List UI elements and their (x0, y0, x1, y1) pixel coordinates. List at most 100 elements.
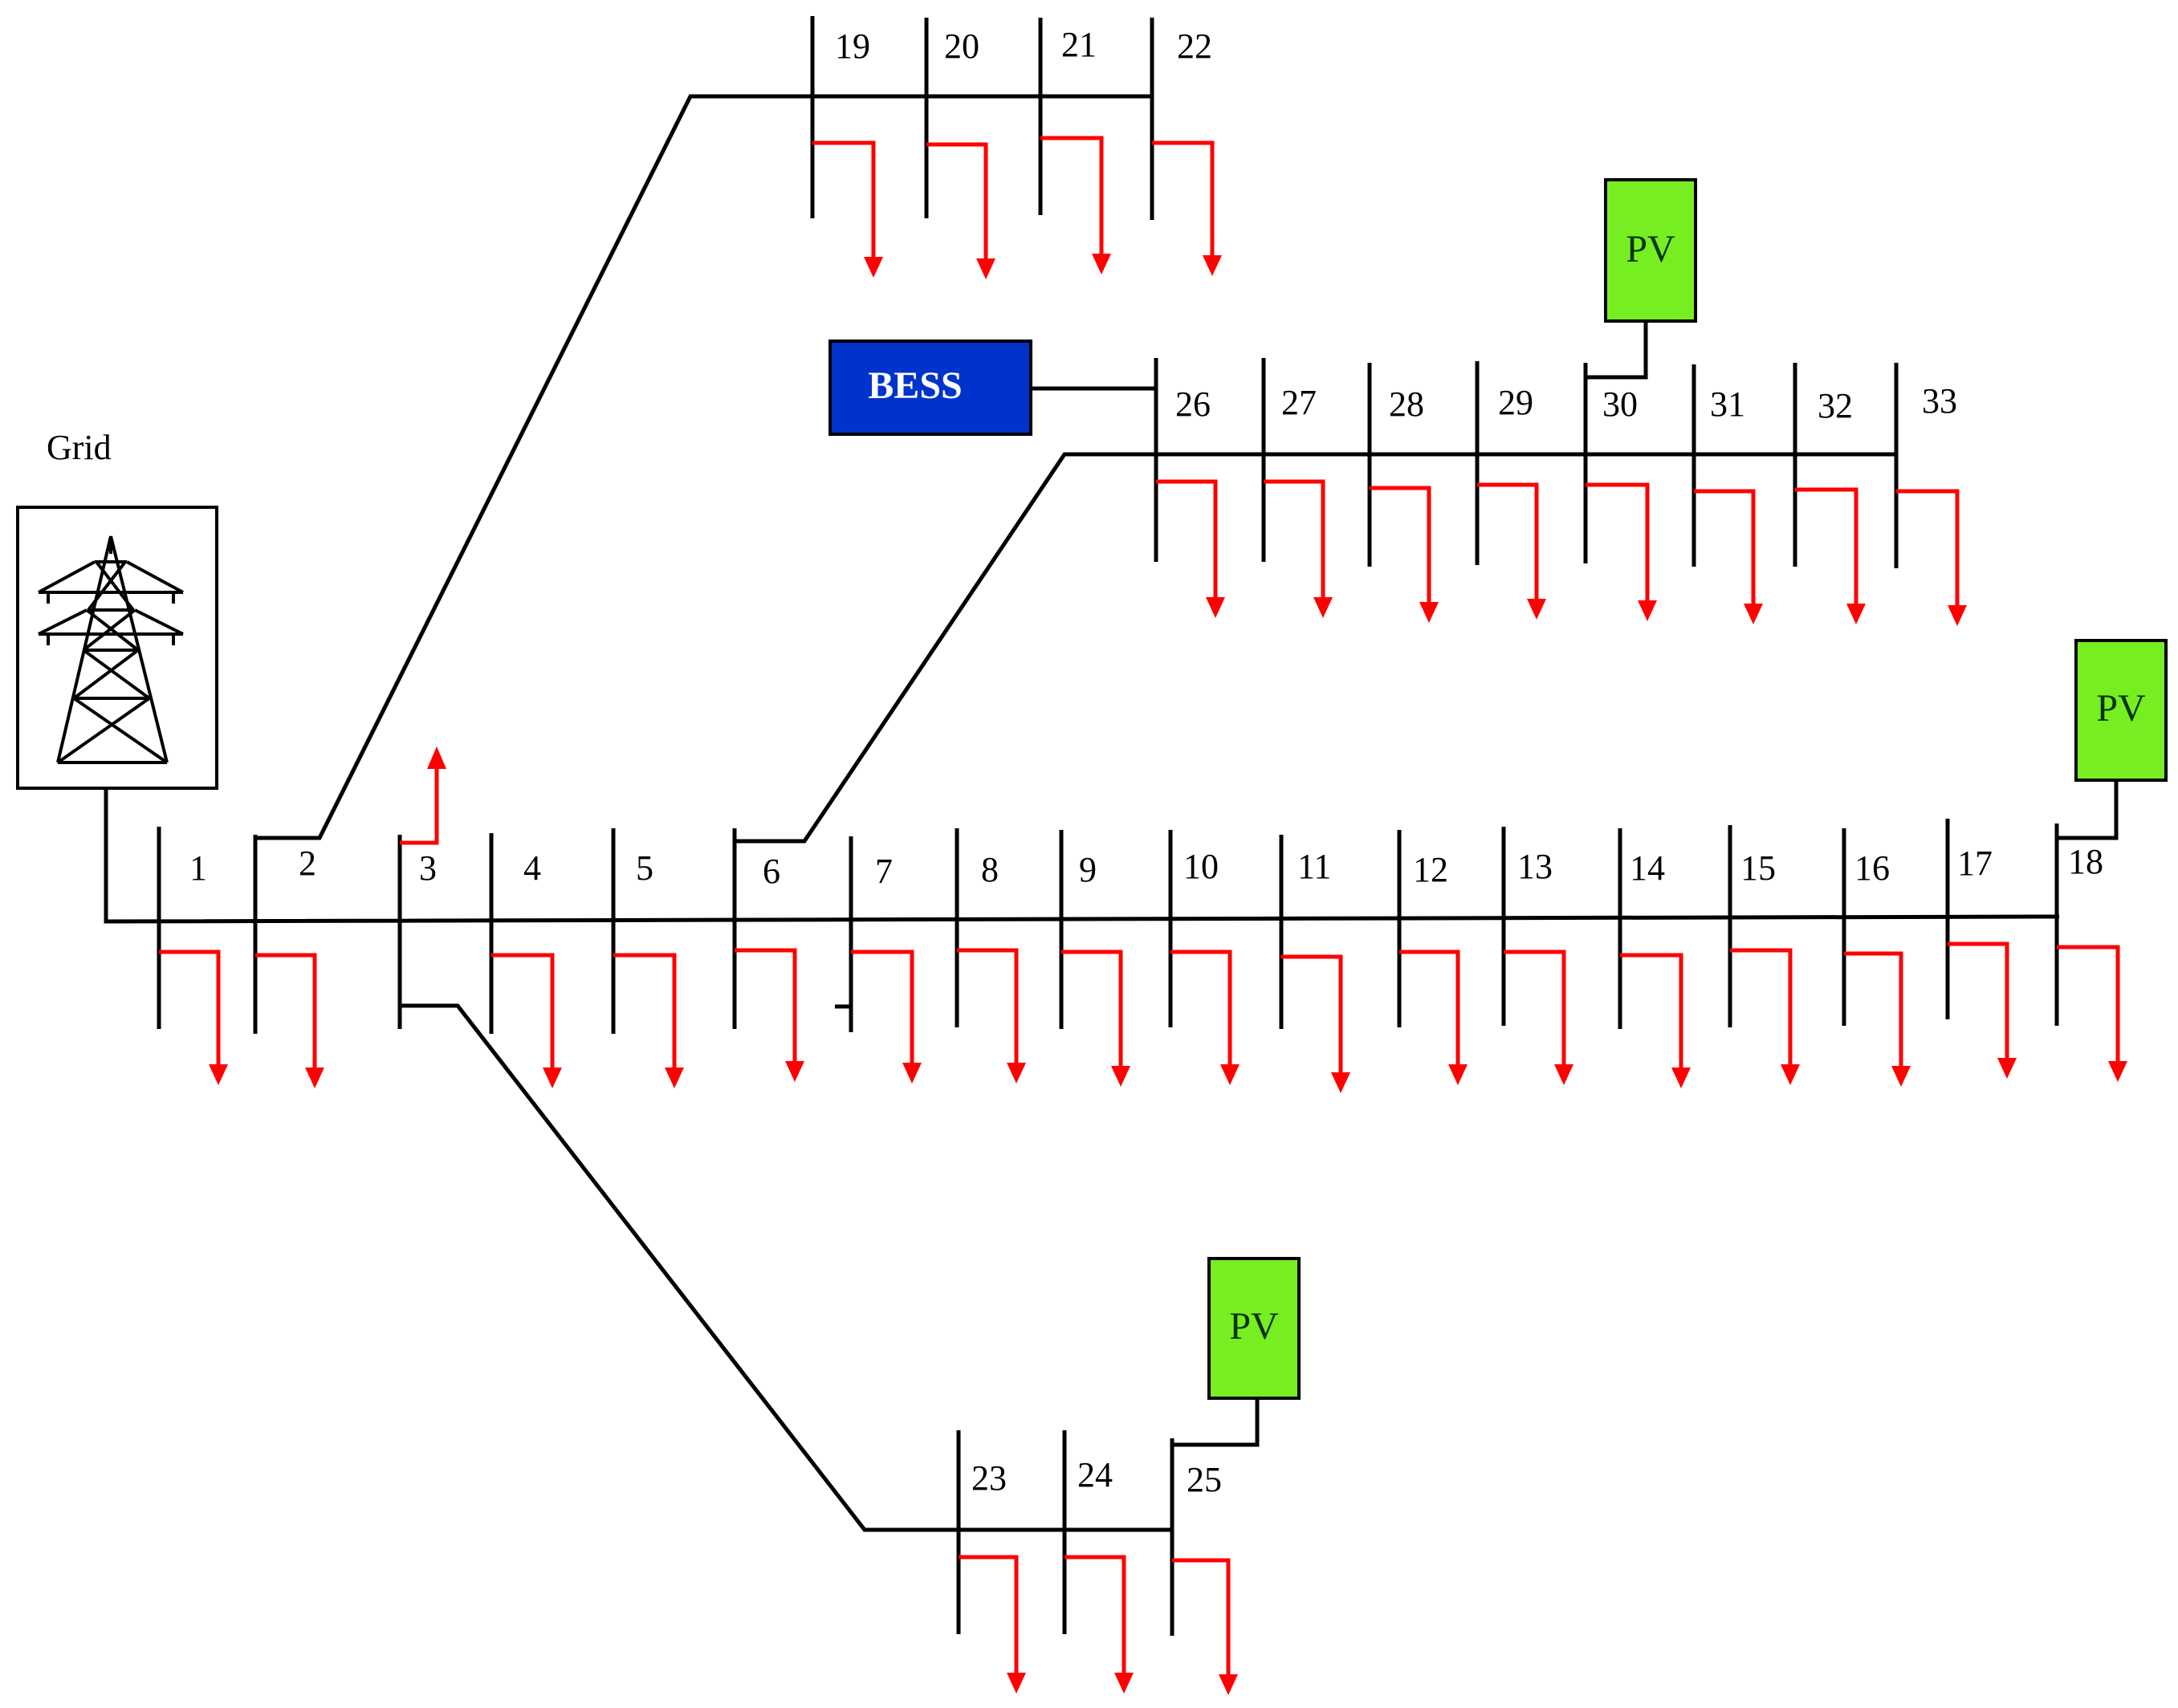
bus-label-13: 13 (1517, 847, 1553, 886)
load-arrow-icon (2108, 1061, 2127, 1082)
load-line (1172, 1558, 1231, 1678)
load-line (1948, 941, 2009, 1061)
load-bus-18 (2057, 945, 2127, 1082)
bus-label-31: 31 (1710, 384, 1745, 424)
grid-box (16, 506, 218, 790)
load-arrow-icon (1220, 1064, 1240, 1085)
bus-label-22: 22 (1177, 26, 1212, 66)
line-6-to-26 (735, 452, 1896, 844)
load-arrow-icon (427, 746, 446, 769)
load-arrow-icon (1331, 1072, 1350, 1093)
load-arrow-icon (543, 1068, 562, 1088)
pv-unit-bus-18: PV (2057, 639, 2168, 840)
main-feeder (157, 819, 2059, 1034)
bus-label-15: 15 (1740, 848, 1776, 888)
bus-label-8: 8 (981, 850, 999, 889)
load-line (1264, 479, 1325, 600)
bess-box (828, 340, 1032, 436)
load-arrow-icon (902, 1063, 922, 1084)
bus-label-27: 27 (1281, 383, 1317, 422)
load-bus-2 (255, 953, 324, 1088)
bus-label-14: 14 (1630, 848, 1665, 888)
load-line (1586, 482, 1650, 604)
load-bus-27 (1264, 479, 1333, 618)
load-bus-20 (926, 142, 995, 279)
load-bus-7 (851, 950, 922, 1084)
middle-branch (1154, 358, 1899, 568)
pv-connection (2057, 780, 2119, 840)
bus-label-26: 26 (1175, 384, 1211, 424)
load-arrow-icon (1448, 1064, 1468, 1085)
bus-label-1: 1 (189, 848, 207, 888)
load-line (735, 948, 797, 1064)
bus-label-16: 16 (1854, 848, 1890, 888)
bus-label-25: 25 (1187, 1460, 1222, 1499)
load-line (1156, 479, 1218, 600)
load-arrow-icon (305, 1068, 324, 1088)
bus-label-33: 33 (1922, 381, 1957, 421)
load-bus-13 (1504, 950, 1573, 1085)
load-bus-9 (1061, 950, 1130, 1087)
bus-label-2: 2 (299, 844, 316, 883)
grid-label: Grid (47, 428, 112, 467)
pv-label: PV (1626, 228, 1675, 270)
pv-box (2074, 639, 2168, 782)
load-bus-28 (1370, 486, 1439, 623)
load-bus-24 (1065, 1555, 1134, 1694)
bus-label-7: 7 (875, 852, 893, 891)
load-arrow-icon (1527, 599, 1546, 620)
load-line (1504, 950, 1566, 1068)
pv-box (1604, 178, 1697, 323)
bus-label-10: 10 (1183, 847, 1219, 886)
bus-label-23: 23 (971, 1458, 1007, 1498)
load-line (1281, 954, 1343, 1076)
load-line (1061, 950, 1123, 1069)
load-arrow-icon (785, 1061, 804, 1082)
load-bus-31 (1694, 489, 1763, 624)
pv-connection (1586, 321, 1648, 380)
load-bus-11 (1281, 954, 1350, 1093)
load-line (1152, 140, 1215, 258)
bus-label-29: 29 (1498, 383, 1533, 422)
load-line (926, 142, 988, 262)
load-line (957, 948, 1019, 1066)
main-feeder-line (104, 788, 2060, 924)
load-line (1896, 489, 1960, 608)
line-2-to-19 (255, 94, 1150, 840)
load-bus-26 (1156, 479, 1225, 618)
load-bus-8 (957, 948, 1026, 1084)
load-line (1399, 950, 1460, 1068)
load-line (491, 953, 555, 1071)
top-branch (810, 16, 1154, 220)
load-line (613, 953, 677, 1071)
loads (159, 136, 2127, 1695)
bus-label-12: 12 (1413, 850, 1448, 889)
load-arrow-icon (1671, 1068, 1691, 1088)
bess-label: BESS (868, 364, 962, 407)
load-line (255, 953, 317, 1071)
load-line (1844, 951, 1903, 1069)
load-bus-1 (159, 950, 228, 1085)
load-arrow-icon (1206, 597, 1225, 618)
load-line (159, 950, 221, 1068)
load-arrow-icon (665, 1068, 684, 1088)
load-arrow-icon (1891, 1066, 1911, 1087)
bus-label-11: 11 (1297, 847, 1331, 886)
load-bus-32 (1795, 487, 1866, 624)
load-bus-5 (613, 953, 684, 1088)
bus-label-28: 28 (1389, 384, 1424, 424)
load-line (1477, 482, 1539, 602)
pv-label: PV (2096, 687, 2146, 730)
load-arrow-icon (1007, 1063, 1026, 1084)
bus-label-5: 5 (636, 848, 653, 888)
load-line (959, 1555, 1019, 1676)
load-bus-12 (1399, 950, 1468, 1085)
load-line (400, 766, 439, 845)
line-3-to-23 (400, 1003, 1172, 1532)
load-bus-19 (812, 140, 883, 278)
load-line (1694, 489, 1756, 607)
load-bus-22 (1152, 140, 1222, 276)
load-bus-33 (1896, 489, 1967, 626)
grid-source: Grid (16, 428, 2060, 924)
load-bus-14 (1620, 953, 1691, 1088)
